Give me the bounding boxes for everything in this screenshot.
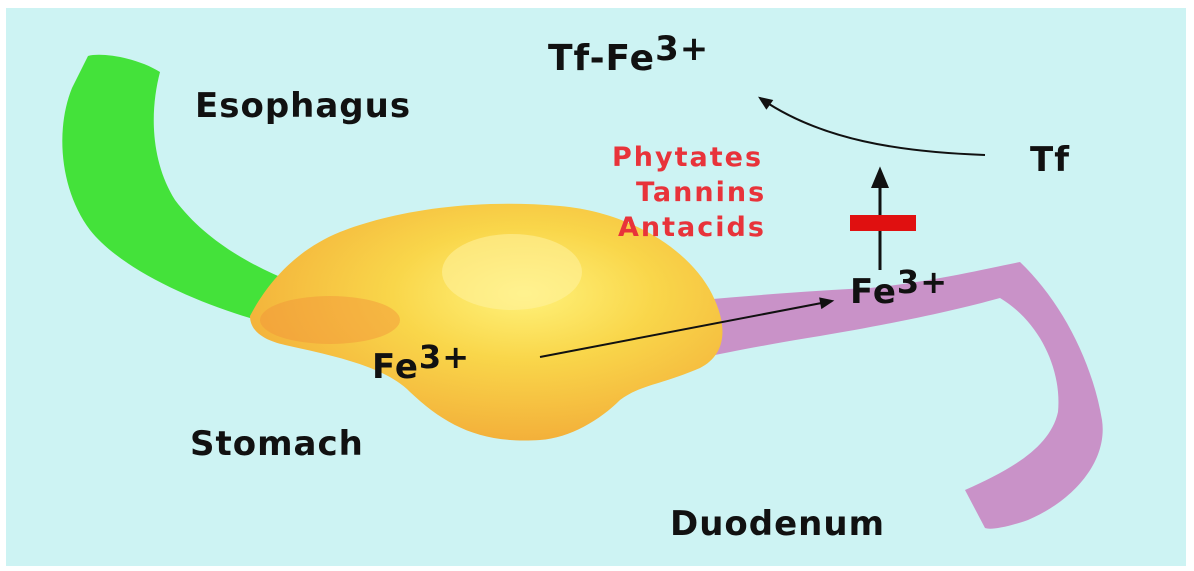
esophagus-label: Esophagus — [195, 86, 411, 126]
inhibitor-tannins: Tannins — [636, 177, 766, 208]
inhibition-bar — [850, 215, 916, 231]
stomach-shade — [260, 296, 400, 344]
stomach-highlight — [442, 234, 582, 310]
fe3-stomach-superscript: 3+ — [419, 338, 470, 376]
inhibitor-phytates: Phytates — [612, 142, 763, 173]
tf-fe3-base: Tf-Fe — [548, 38, 655, 79]
inhibitors-list: Phytates Tannins Antacids — [612, 142, 766, 243]
fe3-duodenum-base: Fe — [850, 272, 897, 312]
fe3-stomach-base: Fe — [372, 347, 419, 387]
stomach-label: Stomach — [190, 424, 364, 464]
tf-fe3-superscript: 3+ — [655, 29, 709, 69]
tf-label: Tf — [1030, 140, 1070, 180]
inhibitor-antacids: Antacids — [618, 212, 766, 243]
fe3-duodenum-superscript: 3+ — [897, 263, 948, 301]
duodenum-label: Duodenum — [670, 504, 885, 544]
